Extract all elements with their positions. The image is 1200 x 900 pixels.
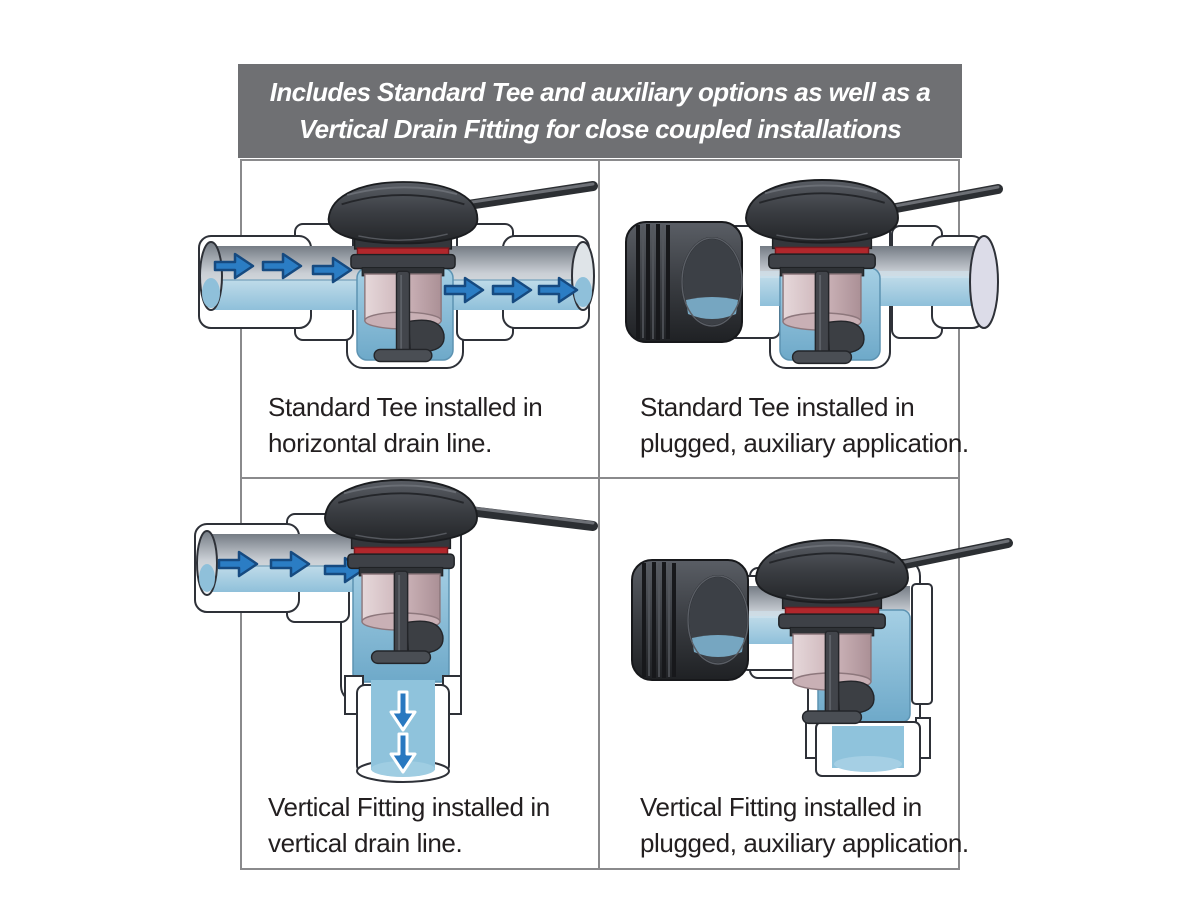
- caption-line: plugged, auxiliary application.: [640, 428, 969, 458]
- threaded-plug: [624, 220, 744, 344]
- banner-line-1: Includes Standard Tee and auxiliary opti…: [269, 77, 931, 107]
- vertical-fitting-drain-illustration: [194, 479, 598, 783]
- caption-line: Standard Tee installed in: [268, 392, 543, 422]
- caption-line: Standard Tee installed in: [640, 392, 915, 422]
- standard-tee-horizontal-illustration: [198, 181, 598, 369]
- vertical-fitting-plugged-illustration: [630, 538, 1013, 777]
- standard-tee-plugged-illustration: [624, 179, 1003, 369]
- caption-vertical-fitting-plugged: Vertical Fitting installed in plugged, a…: [640, 789, 969, 861]
- caption-vertical-fitting-drain: Vertical Fitting installed in vertical d…: [268, 789, 550, 861]
- banner: Includes Standard Tee and auxiliary opti…: [238, 64, 962, 158]
- caption-line: horizontal drain line.: [268, 428, 492, 458]
- grid-vertical-divider: [598, 161, 600, 868]
- banner-line-2: Vertical Drain Fitting for close coupled…: [298, 114, 902, 144]
- threaded-plug: [630, 558, 750, 682]
- caption-line: Vertical Fitting installed in: [640, 792, 922, 822]
- caption-standard-tee-horizontal: Standard Tee installed in horizontal dra…: [268, 389, 543, 461]
- caption-standard-tee-plugged: Standard Tee installed in plugged, auxil…: [640, 389, 969, 461]
- diagram-grid: [240, 159, 960, 870]
- grid-horizontal-divider: [242, 477, 958, 479]
- caption-line: Vertical Fitting installed in: [268, 792, 550, 822]
- caption-line: plugged, auxiliary application.: [640, 828, 969, 858]
- caption-line: vertical drain line.: [268, 828, 463, 858]
